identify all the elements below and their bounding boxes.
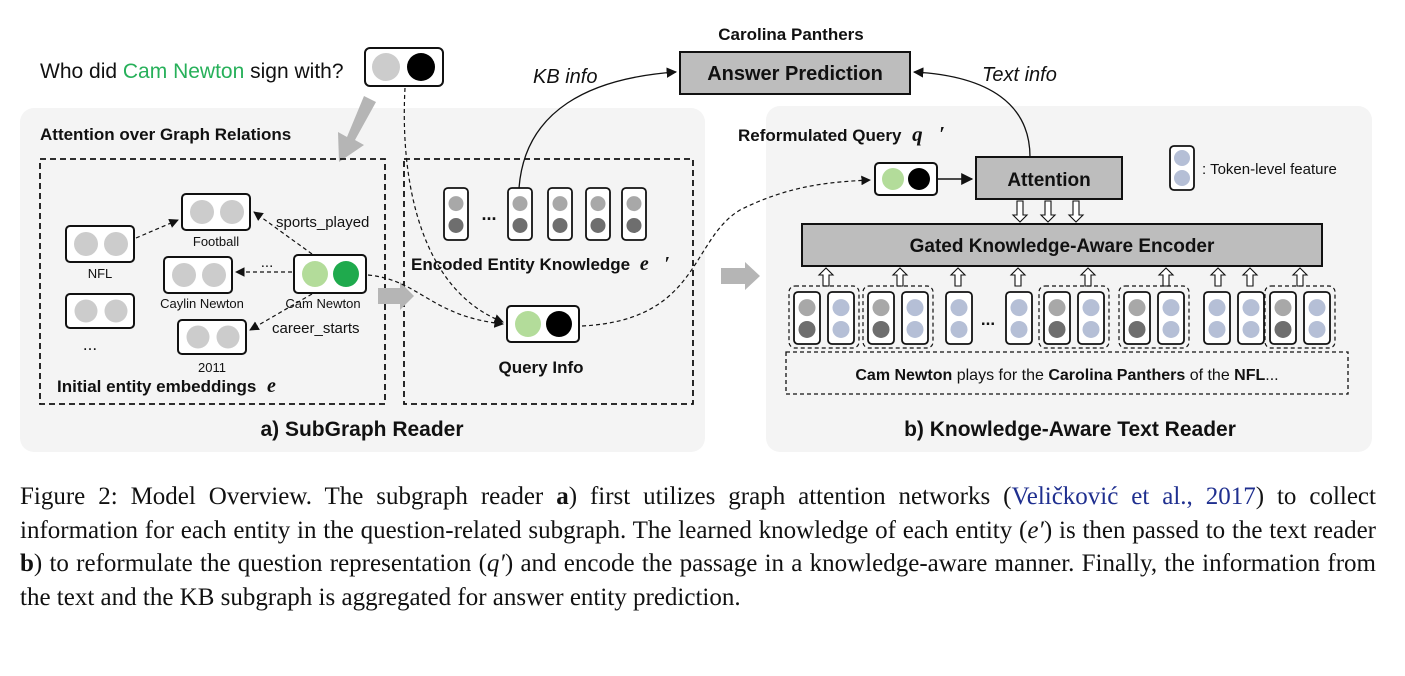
knowledge-token — [1269, 291, 1297, 345]
knowledge-token — [1123, 291, 1151, 345]
text-reader-title: b) Knowledge-Aware Text Reader — [904, 418, 1236, 441]
citation-link[interactable]: Veličković et al., 2017 — [1011, 483, 1256, 510]
attention-over-graph-title: Attention over Graph Relations — [40, 125, 291, 144]
kb-info-label: KB info — [533, 66, 597, 88]
nfl-embedding — [65, 225, 135, 263]
ellipsis-mid: ... — [261, 254, 274, 271]
cam-label: Cam Newton — [285, 296, 360, 311]
text-token — [901, 291, 929, 345]
kb-info-arrow — [518, 67, 678, 189]
text-token — [1237, 291, 1265, 345]
encoded-token — [507, 187, 533, 241]
caylin-embedding — [163, 256, 233, 294]
text-info-arrow — [912, 67, 1031, 158]
question-entity: Cam Newton — [123, 60, 244, 83]
question-embedding — [364, 47, 444, 87]
encoded-knowledge-label: Encoded Entity Knowledge e⃗′ — [411, 253, 670, 275]
answer-prediction-label: Answer Prediction — [707, 63, 883, 85]
encoded-knowledge-box — [403, 158, 694, 405]
hollow-down-arrow — [1011, 200, 1029, 223]
text-token — [1303, 291, 1331, 345]
text-token — [827, 291, 855, 345]
hollow-up-arrow — [1209, 267, 1227, 287]
subgraph-reader-title: a) SubGraph Reader — [260, 418, 463, 441]
unnamed-embedding — [65, 293, 135, 329]
question-to-query-curve — [403, 87, 504, 324]
initial-embeddings-label: Initial entity embeddings e⃗ — [57, 375, 291, 397]
attention-label: Attention — [1007, 170, 1090, 191]
encoded-token — [621, 187, 647, 241]
knowledge-token — [1043, 291, 1071, 345]
hollow-up-arrow — [1241, 267, 1259, 287]
cam-embedding — [293, 254, 367, 294]
query-info-label: Query Info — [498, 358, 583, 377]
query-to-reformulated-curve — [581, 175, 871, 327]
token-group-box — [1038, 285, 1110, 349]
legend-label: : Token-level feature — [1202, 161, 1337, 178]
ellipsis-left: ... — [83, 335, 97, 354]
text-info-label: Text info — [982, 64, 1057, 86]
encoded-entity-tokens — [443, 187, 647, 241]
encoded-ellipsis: ... — [481, 204, 496, 224]
hollow-up-arrow — [949, 267, 967, 287]
answer-prediction-box — [679, 51, 911, 95]
relation-career-starts: career_starts — [272, 320, 360, 337]
tokens-to-encoder-arrows — [817, 267, 1309, 287]
passage-text: Cam Newton plays for the Carolina Panthe… — [855, 367, 1278, 384]
text-token — [1157, 291, 1185, 345]
figure-caption: Figure 2: Model Overview. The subgraph r… — [20, 483, 1376, 611]
hollow-up-arrow — [1157, 267, 1175, 287]
football-label: Football — [193, 234, 239, 249]
attention-box — [975, 156, 1123, 200]
year-embedding — [177, 319, 247, 355]
passage-box — [785, 351, 1349, 395]
encoder-box — [801, 223, 1323, 267]
cam-to-query-curve — [367, 274, 504, 328]
text-token — [1203, 291, 1231, 345]
encoded-token — [547, 187, 573, 241]
year-label: 2011 — [198, 360, 226, 375]
knowledge-token — [793, 291, 821, 345]
initial-embeddings-box — [39, 158, 386, 405]
encoded-token — [443, 187, 469, 241]
encoder-to-attention-arrows — [1011, 200, 1085, 223]
text-token — [1077, 291, 1105, 345]
token-group-box — [788, 285, 860, 349]
token-group-box — [1264, 285, 1336, 349]
caylin-label: Caylin Newton — [160, 296, 244, 311]
token-ellipsis: ... — [981, 310, 995, 329]
reformulated-query-label: Reformulated Query q⃗′ — [738, 122, 945, 146]
hollow-down-arrow — [1039, 200, 1057, 223]
football-embedding — [181, 193, 251, 231]
model-overview-diagram: Who did Cam Newton sign with? Carolina P… — [20, 25, 1372, 452]
hollow-up-arrow — [1009, 267, 1027, 287]
relation-sports-played: sports_played — [276, 214, 369, 231]
reformulated-query-embedding — [874, 162, 938, 196]
subgraph-to-text-arrow — [721, 262, 760, 290]
answer-entity: Carolina Panthers — [718, 25, 864, 44]
graph-edges — [135, 211, 313, 331]
legend-token-icon — [1169, 145, 1195, 191]
encoded-token — [585, 187, 611, 241]
question-to-subgraph-arrow — [338, 96, 376, 162]
encoder-label: Gated Knowledge-Aware Encoder — [910, 236, 1215, 257]
graph-to-encoder-arrow — [378, 282, 414, 310]
query-info-embedding — [506, 305, 580, 343]
nfl-label: NFL — [88, 266, 113, 281]
passage-token-features — [788, 285, 1336, 349]
text-token — [945, 291, 973, 345]
hollow-down-arrow — [1067, 200, 1085, 223]
knowledge-token — [867, 291, 895, 345]
question-text: Who did Cam Newton sign with? — [40, 60, 344, 83]
token-group-box — [862, 285, 934, 349]
text-token — [1005, 291, 1033, 345]
token-group-box — [1118, 285, 1190, 349]
